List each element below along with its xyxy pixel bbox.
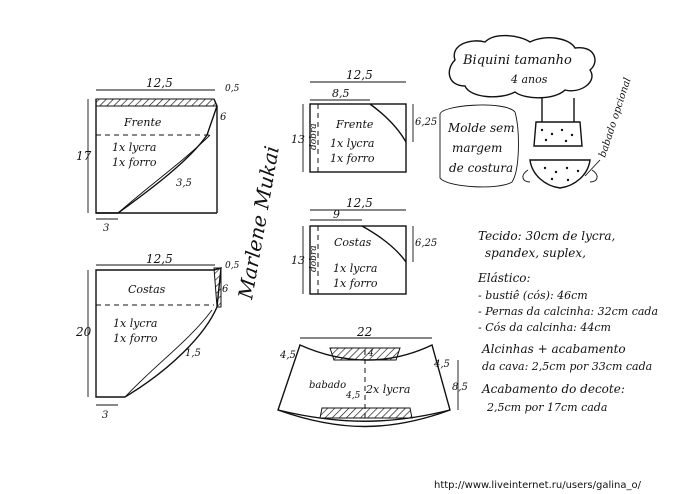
frente-curve-label: 3,5: [176, 178, 192, 189]
frente-top-drop: 6: [220, 112, 227, 123]
costas-width-label: 12,5: [146, 252, 173, 266]
costas-qty2: 1x forro: [113, 332, 158, 345]
top-costas-qty1: 1x lycra: [333, 262, 377, 275]
top-frente-armhole: [369, 103, 407, 143]
babado-width: 22: [356, 325, 372, 339]
bikini-bottom: [529, 159, 591, 189]
top-costas-panel: 12,5 9 dobra Costas 1x lycra 1x forro 13…: [291, 196, 437, 295]
frente-panel: 12,5 0,5 Frente 1x lycra 1x forro 3,5 6 …: [76, 76, 240, 234]
babado-qty: 2x lycra: [365, 383, 410, 396]
babado-panel: 22 babado 2x lycra 4,5 4,5 4,5 4 8,5: [277, 325, 468, 428]
frente-name: Frente: [123, 116, 162, 129]
top-costas-side: 6,25: [415, 238, 437, 249]
elastico-heading: Elástico:: [477, 271, 531, 285]
frente-waist-hatch: [95, 98, 218, 107]
top-frente-side: 6,25: [415, 117, 437, 128]
bikini-ruffle: [522, 169, 598, 183]
top-frente-outline: [309, 103, 407, 173]
tecido-line2: spandex, suplex,: [485, 246, 586, 260]
top-costas-height: 13: [291, 254, 305, 267]
frente-bottom-label: 3: [103, 223, 109, 234]
title-cloud-outline: [448, 34, 596, 99]
top-frente-panel: 12,5 8,5 dobra Frente 1x lycra 1x forro …: [291, 68, 437, 173]
molde-line3: de costura: [449, 161, 513, 175]
babado-opcional-label: babado opcional: [597, 76, 633, 159]
alcinhas-line1: Alcinhas + acabamento: [481, 342, 626, 356]
signature-text: Marlene Mukai: [233, 144, 284, 302]
materials-notes: Tecido: 30cm de lycra, spandex, suplex, …: [477, 229, 658, 414]
babado-pointer: [584, 159, 601, 177]
top-frente-fold-label: dobra: [309, 123, 319, 150]
elastico-line3: - Cós da calcinha: 44cm: [478, 321, 611, 334]
babado-bottom-curve: [277, 409, 451, 428]
top-costas-armhole: [361, 225, 407, 263]
babado-bottom-hatch: [319, 407, 413, 419]
signature: Marlene Mukai: [233, 144, 284, 302]
babado-side: 8,5: [452, 382, 468, 393]
top-costas-outline: [309, 225, 407, 295]
costas-name: Costas: [128, 283, 166, 296]
bikini-illustration: babado opcional: [522, 76, 634, 189]
top-frente-height: 13: [291, 133, 305, 146]
babado-height: 4,5: [345, 391, 361, 401]
elastico-line2: - Pernas da calcinha: 32cm cada: [478, 305, 658, 318]
frente-qty1: 1x lycra: [112, 141, 156, 154]
tecido-line1: Tecido: 30cm de lycra,: [478, 229, 615, 243]
top-frente-width: 12,5: [346, 68, 373, 82]
top-frente-qty1: 1x lycra: [330, 137, 374, 150]
costas-height-label: 20: [75, 325, 92, 339]
babado-top-small: 4: [367, 349, 374, 359]
costas-curve-guide: [124, 309, 213, 398]
costas-curve-label: 1,5: [185, 348, 201, 359]
top-costas-width: 12,5: [346, 196, 373, 210]
decote-line1: Acabamento do decote:: [481, 382, 625, 396]
elastico-line1: - bustiê (cós): 46cm: [478, 289, 588, 302]
title-cloud: Biquini tamanho 4 anos: [448, 34, 596, 99]
decote-line2: 2,5cm por 17cm cada: [486, 401, 607, 414]
costas-panel: 12,5 0,5 Costas 1x lycra 1x forro 1,5 6 …: [75, 252, 240, 421]
bikini-bottom-dots: [543, 166, 580, 182]
molde-line2: margem: [452, 141, 502, 155]
costas-top-drop: 6: [222, 284, 229, 295]
frente-qty2: 1x forro: [112, 156, 157, 169]
frente-width-label: 12,5: [146, 76, 173, 90]
alcinhas-line2: da cava: 2,5cm por 33cm cada: [482, 360, 652, 373]
babado-name: babado: [309, 380, 346, 391]
top-frente-name: Frente: [335, 118, 374, 131]
costas-qty1: 1x lycra: [113, 317, 157, 330]
bikini-top: [533, 121, 583, 147]
bikini-top-dots: [540, 128, 574, 143]
babado-right-slant: 4,5: [433, 359, 450, 370]
top-costas-name: Costas: [334, 236, 372, 249]
costas-bottom-label: 3: [102, 410, 108, 421]
top-frente-qty2: 1x forro: [330, 152, 375, 165]
top-frente-inner: 8,5: [332, 87, 350, 100]
molde-note: Molde sem margem de costura: [439, 104, 519, 188]
babado-left-slant: 4,5: [279, 350, 296, 361]
costas-corner-label: 0,5: [225, 261, 240, 271]
top-costas-inner: 9: [333, 208, 340, 221]
frente-height-label: 17: [76, 149, 92, 163]
title-line1: Biquini tamanho: [462, 53, 572, 68]
costas-outline: [95, 267, 222, 398]
top-costas-qty2: 1x forro: [333, 277, 378, 290]
molde-note-outline: [439, 104, 519, 188]
frente-corner-label: 0,5: [225, 84, 240, 94]
frente-curve-guide: [117, 134, 211, 214]
watermark-url: http://www.liveinternet.ru/users/galina_…: [434, 480, 642, 491]
top-costas-fold-label: dobra: [309, 245, 319, 272]
molde-line1: Molde sem: [447, 121, 515, 135]
title-line2: 4 anos: [510, 73, 548, 86]
